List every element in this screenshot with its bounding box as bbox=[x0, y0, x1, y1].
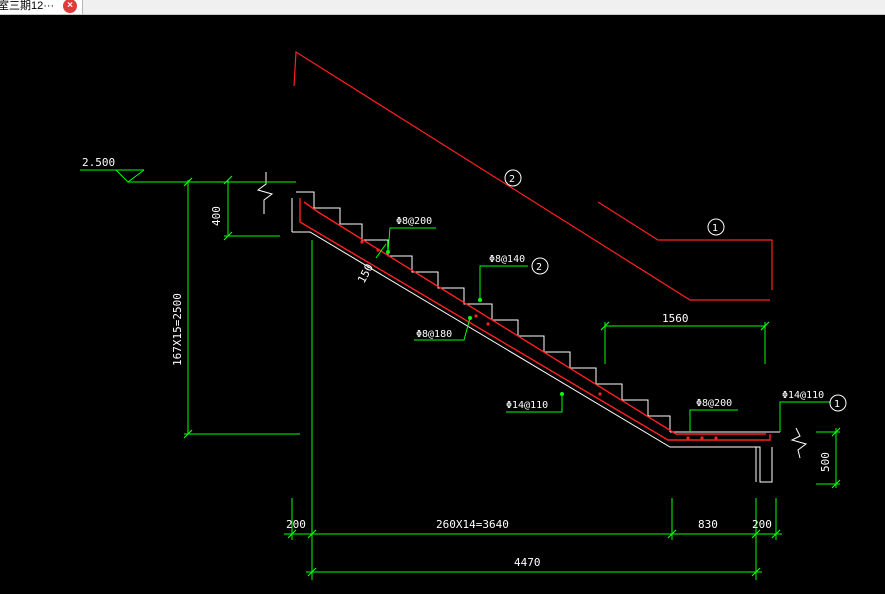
section-markers bbox=[531, 257, 847, 412]
stair-steps bbox=[296, 191, 671, 432]
dimension-lines bbox=[80, 169, 840, 580]
rebar-top-label: Φ8@200 bbox=[396, 216, 432, 227]
rebar-main-label: Φ14@110 bbox=[506, 400, 548, 411]
tab-bar: 室三期12··· × bbox=[0, 0, 885, 15]
detail-markers bbox=[504, 169, 725, 236]
cad-canvas[interactable]: 2 1 bbox=[0, 14, 885, 594]
rebar-dots bbox=[360, 240, 718, 440]
dim-500: 500 bbox=[819, 452, 832, 472]
leader-dots bbox=[386, 250, 564, 396]
rebar-end-label: Φ14@110 bbox=[782, 390, 824, 401]
tab-title: 室三期12··· bbox=[0, 0, 55, 12]
dimension-ticks bbox=[183, 175, 841, 577]
drawing-tab[interactable]: 室三期12··· × bbox=[0, 0, 83, 14]
mark-2-top: 2 bbox=[509, 174, 515, 185]
dim-200-right: 200 bbox=[752, 518, 772, 531]
rebar-dist-label: Φ8@180 bbox=[416, 329, 452, 340]
mark-1-top: 1 bbox=[712, 223, 718, 234]
dim-200-left: 200 bbox=[286, 518, 306, 531]
dim-total: 4470 bbox=[514, 556, 541, 569]
close-icon[interactable]: × bbox=[63, 0, 77, 13]
dim-830: 830 bbox=[698, 518, 718, 531]
rebar-detail-1 bbox=[597, 201, 773, 290]
dim-run: 260X14=3640 bbox=[436, 518, 509, 531]
mark-2-stair: 2 bbox=[536, 262, 542, 273]
rebar-land-label: Φ8@200 bbox=[696, 398, 732, 409]
rebar-mid-label: Φ8@140 bbox=[489, 254, 525, 265]
stair-outline bbox=[291, 191, 780, 483]
dim-400: 400 bbox=[210, 206, 223, 226]
mark-1-stair: 1 bbox=[834, 399, 840, 410]
dim-height: 167X15=2500 bbox=[171, 293, 184, 366]
mark-2-circle bbox=[504, 169, 522, 187]
reinforcement bbox=[299, 198, 771, 441]
elevation-label: 2.500 bbox=[82, 156, 115, 169]
mark-1-circle bbox=[707, 218, 725, 236]
dim-1560: 1560 bbox=[662, 312, 689, 325]
rebar-detail-2 bbox=[293, 50, 770, 301]
